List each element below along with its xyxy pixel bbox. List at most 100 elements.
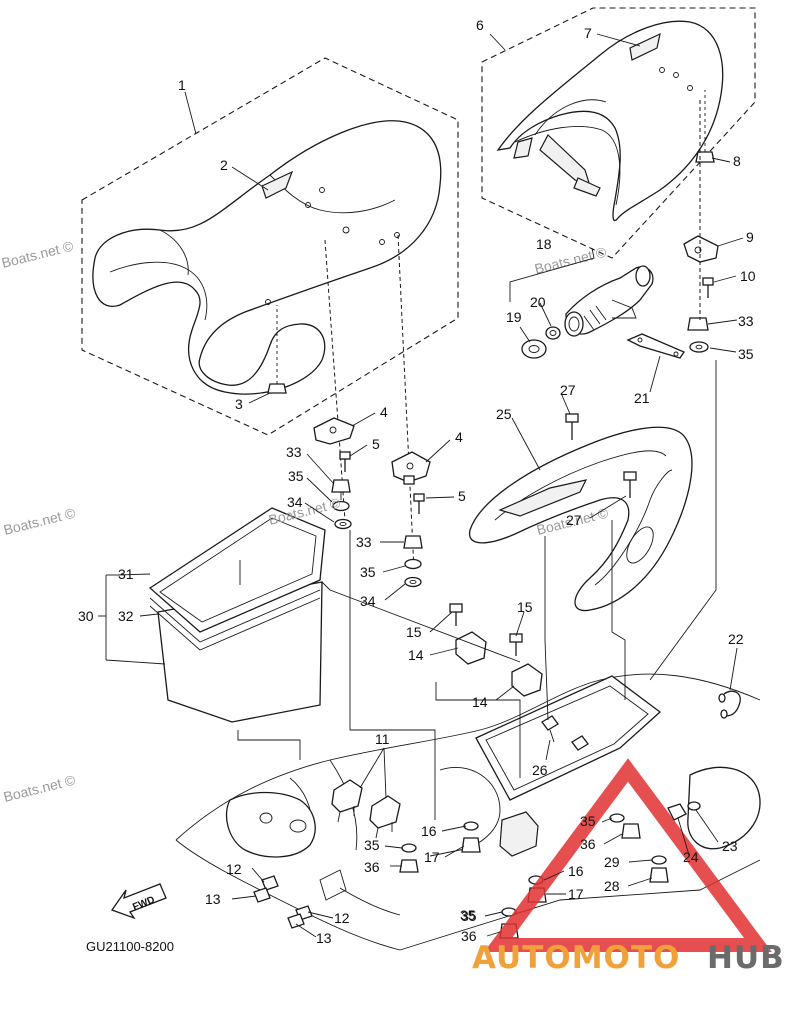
callout-12: 12: [334, 910, 350, 926]
callout-1: 1: [178, 77, 186, 93]
fwd-arrow-icon: FWD: [110, 883, 167, 920]
bracket-4-upper: [313, 417, 355, 445]
washer-20: [545, 326, 561, 340]
callout-8: 8: [733, 153, 741, 169]
callout-35: 35: [288, 468, 304, 484]
bolt-27-lower: [623, 471, 637, 498]
washer-35-left-lower: [404, 558, 422, 570]
callout-28: 28: [604, 878, 620, 894]
callout-35: 35: [461, 908, 477, 924]
bolt-5-upper: [339, 451, 351, 472]
callout-26: 26: [532, 762, 548, 778]
callout-17: 17: [424, 849, 440, 865]
callout-20: 20: [530, 294, 546, 310]
washer-23-nut-24: [667, 801, 701, 821]
storage-box: [148, 507, 326, 723]
callout-33: 33: [738, 313, 754, 329]
callout-24: 24: [683, 849, 699, 865]
strap-21: [626, 333, 685, 359]
callout-11: 11: [375, 731, 390, 747]
mounts-11: [331, 779, 401, 839]
callout-numbers: 1 2 3 4 4 5 5 6 7 8 9 10 11 12 12 13 13 …: [78, 17, 756, 946]
bolt-10: [702, 277, 714, 298]
callout-22: 22: [728, 631, 744, 647]
brand-text-hub: HUB: [707, 940, 785, 976]
washer-34-left-lower: [404, 576, 422, 588]
callout-35: 35: [460, 907, 476, 923]
callout-13: 13: [316, 930, 332, 946]
callout-35: 35: [738, 346, 754, 362]
callout-15: 15: [406, 624, 422, 640]
guide-line: [397, 234, 415, 571]
callout-31: 31: [118, 566, 134, 582]
watermark: Boats.net ©: [2, 771, 78, 804]
group-box-seat-1: [81, 57, 459, 436]
bolt-15-right: [509, 633, 523, 656]
callout-4: 4: [455, 429, 463, 445]
diagram-code: GU21100-8200: [86, 939, 174, 954]
fastener-3: [267, 305, 287, 394]
callout-16: 16: [421, 823, 437, 839]
brand-wordmark: AUTOMOTO HUB: [472, 940, 785, 976]
callout-36: 36: [364, 859, 380, 875]
washer-34-left-upper: [334, 518, 352, 530]
fittings-12-13: [253, 875, 313, 929]
bolt-27-upper: [565, 413, 579, 440]
callout-34: 34: [287, 494, 303, 510]
group-box-seat-6: [481, 7, 756, 259]
brand-logo: [484, 758, 772, 952]
callout-10: 10: [740, 268, 756, 284]
assembly-lines: [237, 360, 717, 820]
callout-35: 35: [580, 813, 596, 829]
bracket-4-lower: [391, 451, 431, 485]
watermark: Boats.net ©: [2, 504, 78, 537]
callout-12: 12: [226, 861, 242, 877]
brand-text-automoto: AUTOMOTO: [472, 940, 680, 976]
callout-17: 17: [568, 886, 584, 902]
callout-3: 3: [235, 396, 243, 412]
callout-14: 14: [472, 694, 488, 710]
callout-35: 35: [360, 564, 376, 580]
bolt-5-lower: [413, 493, 425, 514]
mount-14-right: [511, 663, 543, 697]
bolts-26: [541, 715, 589, 751]
callout-19: 19: [506, 309, 522, 325]
callout-32: 32: [118, 608, 134, 624]
callout-14: 14: [408, 647, 424, 663]
callout-27: 27: [566, 512, 582, 528]
nut-33-left-lower: [403, 535, 423, 549]
seat-front: [92, 120, 442, 395]
callout-23: 23: [722, 838, 738, 854]
callout-4: 4: [380, 404, 388, 420]
washer-35-left-upper: [332, 500, 350, 512]
callout-27: 27: [560, 382, 576, 398]
callout-29: 29: [604, 854, 620, 870]
callout-15: 15: [517, 599, 533, 615]
callout-18: 18: [536, 236, 552, 252]
callout-6: 6: [476, 17, 484, 33]
hose-18: [564, 265, 654, 337]
seat-rear: [496, 20, 724, 222]
spacer-19: [521, 339, 547, 359]
callout-33: 33: [356, 534, 372, 550]
nut-33-left-upper: [331, 479, 351, 500]
washer-35-right: [689, 341, 709, 353]
watermark: Boats.net ©: [0, 237, 76, 270]
callout-13: 13: [205, 891, 221, 907]
bolt-15-left: [449, 603, 463, 626]
bracket-9: [683, 235, 719, 263]
callout-33: 33: [286, 444, 302, 460]
callout-16: 16: [568, 863, 584, 879]
callout-36: 36: [580, 836, 596, 852]
callout-35: 35: [364, 837, 380, 853]
guide-line: [324, 239, 346, 521]
callout-7: 7: [584, 25, 592, 41]
mount-14-left: [455, 631, 487, 665]
leader-lines: [98, 33, 744, 938]
callout-2: 2: [220, 157, 228, 173]
callout-5: 5: [458, 488, 466, 504]
callout-30: 30: [78, 608, 94, 624]
callout-36: 36: [461, 928, 477, 944]
callout-34: 34: [360, 593, 376, 609]
